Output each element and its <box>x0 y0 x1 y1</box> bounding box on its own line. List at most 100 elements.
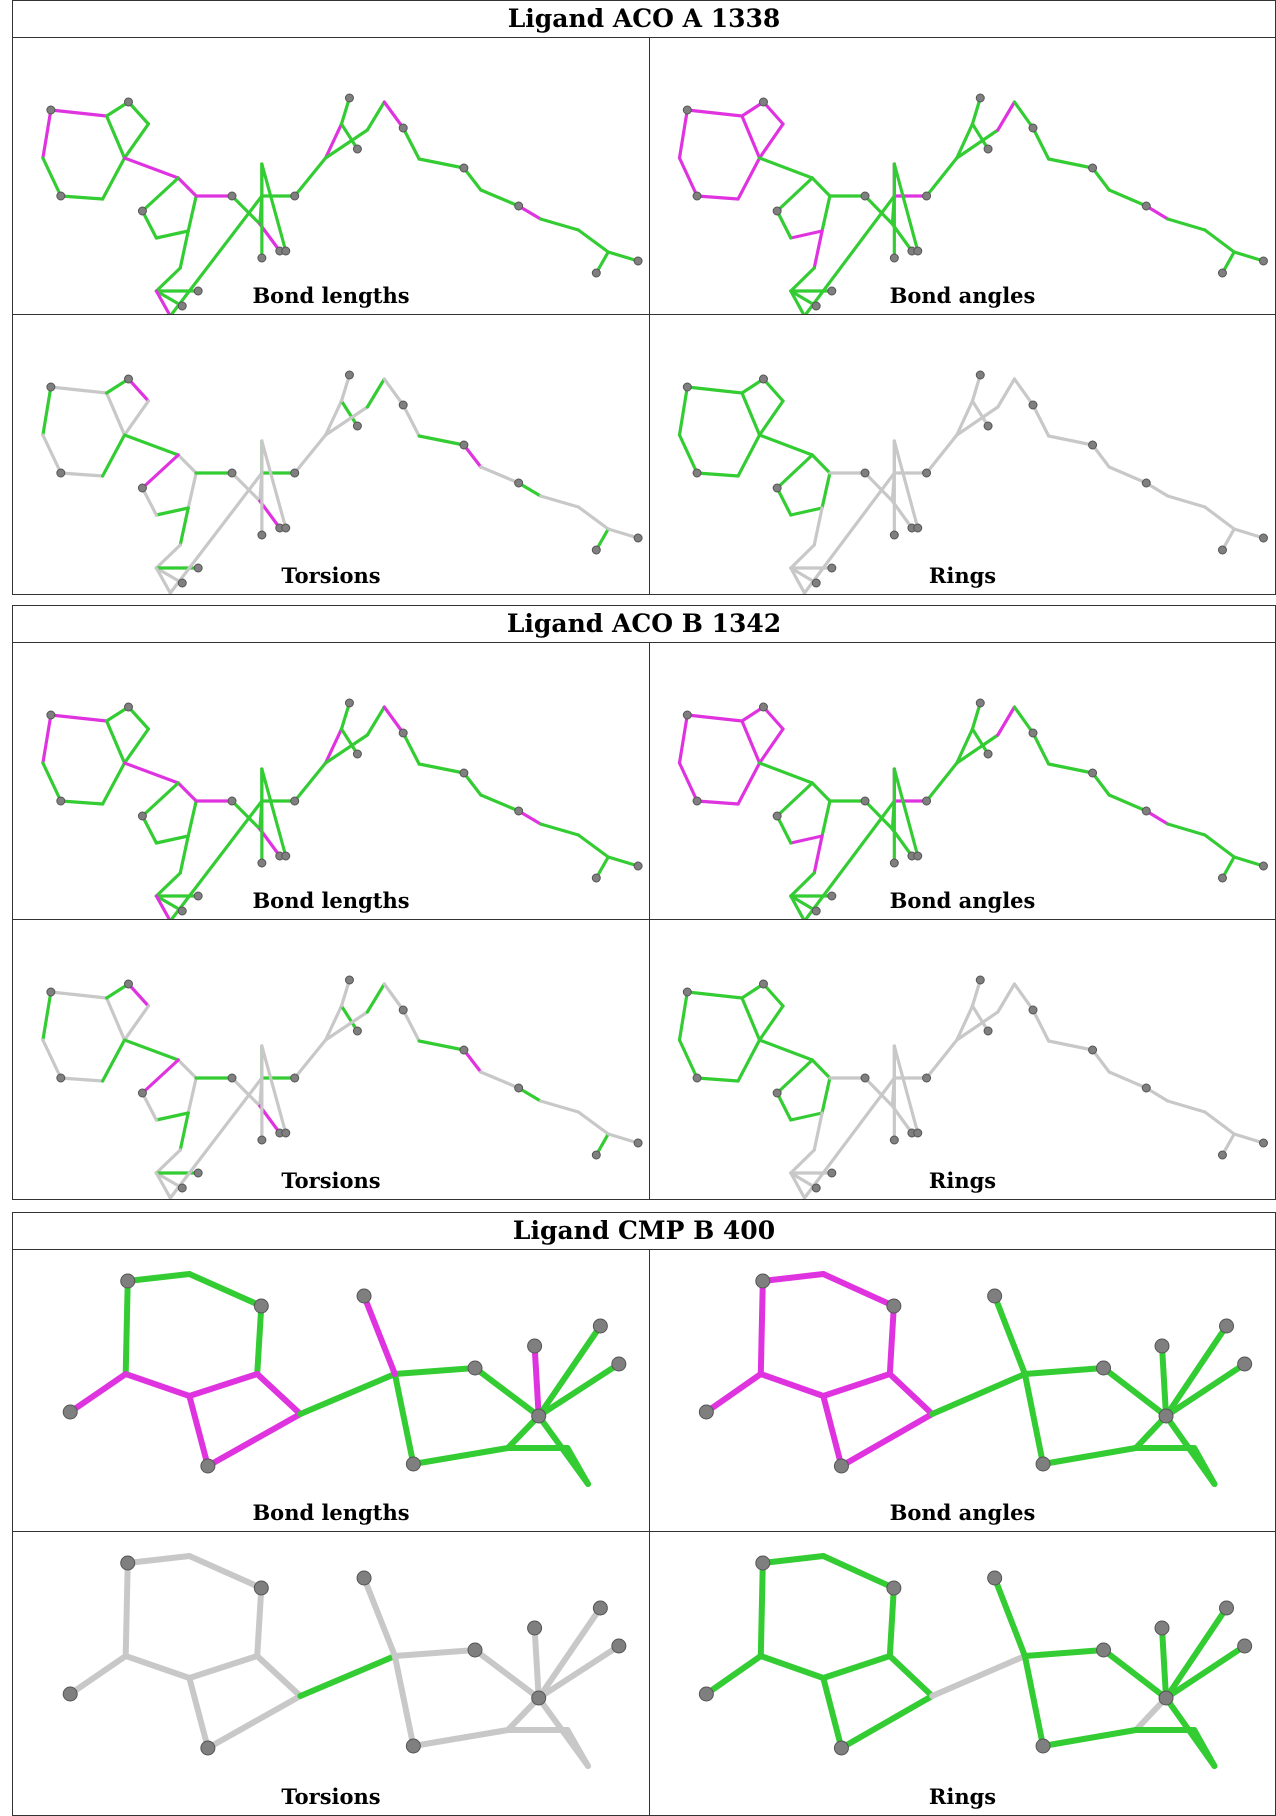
bond <box>462 443 483 469</box>
bond <box>297 1653 398 1699</box>
bond <box>169 194 264 314</box>
panel-caption: Torsions <box>281 563 381 588</box>
atom <box>56 191 66 201</box>
bond <box>886 1371 936 1417</box>
bond <box>382 377 405 407</box>
atom <box>860 468 870 478</box>
bond <box>802 1076 896 1199</box>
bond <box>186 799 198 838</box>
bond <box>695 1076 740 1083</box>
bond <box>339 96 352 126</box>
atom <box>833 1458 849 1474</box>
bond <box>703 1653 764 1697</box>
bond <box>472 1365 542 1419</box>
bond <box>126 982 150 1008</box>
bond <box>1100 1365 1170 1419</box>
atom <box>633 861 643 871</box>
bond <box>154 229 190 240</box>
bond <box>1021 1371 1047 1467</box>
atom <box>692 796 702 806</box>
atom <box>193 286 203 296</box>
bond <box>154 266 182 293</box>
bond <box>339 1004 360 1033</box>
bond <box>1163 1413 1218 1487</box>
atom <box>633 256 643 266</box>
atom <box>1217 1150 1227 1160</box>
bond <box>1040 1727 1139 1749</box>
bond <box>924 433 959 475</box>
bond <box>1163 1695 1218 1769</box>
bond <box>685 990 744 1000</box>
bond <box>1232 1132 1266 1145</box>
bond <box>740 391 762 437</box>
bond <box>789 229 824 240</box>
bond <box>789 266 816 293</box>
atom <box>193 1168 203 1178</box>
atom <box>1217 268 1227 278</box>
molecule-diagram <box>698 1271 1253 1487</box>
bond <box>929 1653 1028 1699</box>
bond <box>104 719 127 765</box>
atom <box>591 873 601 883</box>
atom <box>975 975 985 985</box>
bond <box>820 471 832 510</box>
atom <box>123 979 133 989</box>
bond <box>154 543 182 570</box>
bond <box>996 100 1017 132</box>
bond <box>1159 1625 1170 1701</box>
atom <box>889 858 899 868</box>
bond <box>685 713 744 723</box>
atom <box>827 1168 837 1178</box>
ligand-block-cmp-b: Ligand CMP B 400 Bond lengths Bond angle… <box>12 1212 1276 1816</box>
bond <box>538 1099 580 1114</box>
bond <box>122 1653 193 1681</box>
bond <box>761 377 785 403</box>
bond <box>101 761 127 806</box>
atom <box>177 1183 187 1193</box>
bond <box>124 1553 193 1566</box>
bond <box>122 1560 131 1659</box>
bond <box>1203 505 1236 531</box>
bond <box>417 157 466 170</box>
bond <box>892 767 920 858</box>
atom <box>591 268 601 278</box>
atom <box>922 1073 932 1083</box>
bond <box>204 1411 304 1469</box>
atom <box>592 1318 608 1334</box>
atom <box>682 710 692 720</box>
bond <box>1047 434 1095 447</box>
atom <box>290 468 300 478</box>
bond <box>186 1076 198 1115</box>
atom <box>344 975 354 985</box>
bond <box>970 727 990 756</box>
bond <box>49 385 109 395</box>
panel-caption: Bond lengths <box>252 283 410 308</box>
bond <box>186 1271 265 1309</box>
bond <box>803 799 896 919</box>
block-title: Ligand ACO A 1338 <box>13 1 1275 38</box>
atom <box>811 906 821 916</box>
bond <box>677 1038 699 1080</box>
molecule-diagram <box>677 698 1268 919</box>
atom <box>1035 1456 1051 1472</box>
panel-caption: Rings <box>928 563 997 588</box>
bond <box>996 705 1017 737</box>
bond <box>576 1110 610 1136</box>
bond <box>323 128 369 160</box>
bond <box>1232 250 1266 263</box>
bond <box>323 1010 369 1042</box>
atom <box>913 851 923 861</box>
bond <box>154 506 190 517</box>
atom <box>772 1088 782 1098</box>
bond <box>757 1038 814 1062</box>
atom <box>257 858 267 868</box>
atom <box>860 1073 870 1083</box>
atom <box>772 206 782 216</box>
atom <box>398 1005 408 1015</box>
bond <box>176 453 198 475</box>
bond <box>140 814 158 845</box>
bond <box>1232 527 1266 540</box>
bond <box>606 1132 640 1145</box>
bond <box>67 1371 129 1415</box>
bond <box>1232 855 1266 868</box>
